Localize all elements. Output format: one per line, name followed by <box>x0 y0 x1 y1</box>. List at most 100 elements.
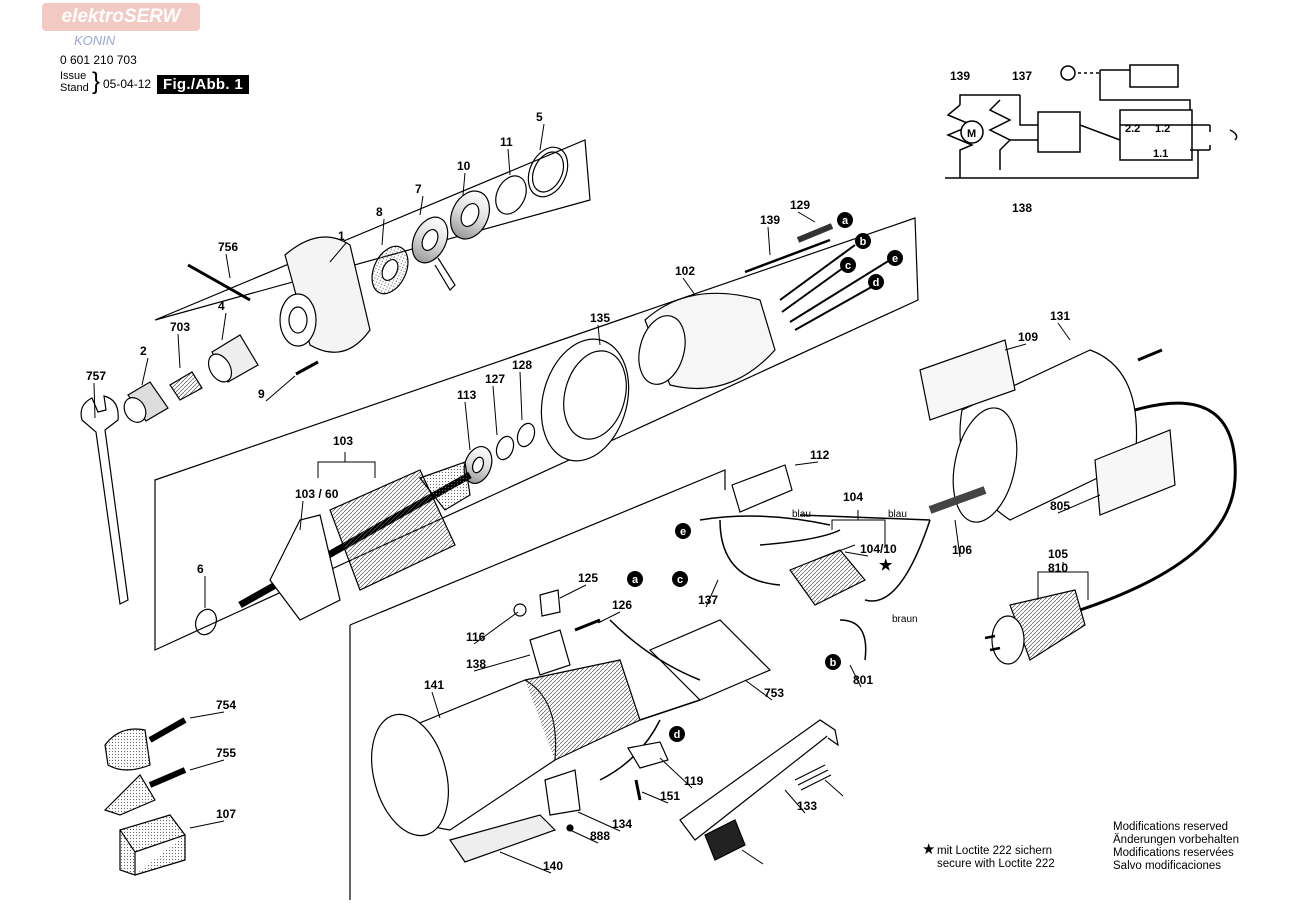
part-810-component <box>539 589 561 617</box>
callout-bracket <box>317 452 376 478</box>
part-107-clip <box>627 741 669 769</box>
star-icon: ★ <box>922 841 936 858</box>
callout-label: 4 <box>218 299 225 313</box>
part-116-bracket-top <box>529 629 571 676</box>
part-801-motor-housing <box>371 659 641 837</box>
part-755-block <box>119 814 186 876</box>
loctite-line-1: mit Loctite 222 sichern <box>937 845 1053 857</box>
wire-color-label: blau <box>792 509 811 520</box>
part-103-armature <box>238 461 472 621</box>
wire-letter: d <box>873 277 880 289</box>
schematic-label: 138 <box>1012 201 1032 215</box>
leader-line <box>1004 343 1027 351</box>
star-icon: ★ <box>879 557 893 574</box>
part-888-plate <box>449 814 557 863</box>
leader-line <box>559 584 587 599</box>
callout-label: 703 <box>170 320 190 334</box>
callout-label: 134 <box>612 817 632 831</box>
wire-letter-badge <box>837 212 853 228</box>
wire-letter: b <box>860 236 867 248</box>
leader-line <box>1057 494 1101 514</box>
leader-line <box>597 324 601 346</box>
part-number: 0 601 210 703 <box>60 53 137 67</box>
callout-label: 116 <box>466 630 486 644</box>
part-5-ring <box>527 146 569 198</box>
figure-label: Fig./Abb. 1 <box>157 75 249 94</box>
callout-label: 126 <box>612 598 632 612</box>
leader-line <box>225 253 231 279</box>
callout-label: 2 <box>140 344 147 358</box>
modification-note-es: Salvo modificaciones <box>1113 860 1222 872</box>
callout-label: 128 <box>512 358 532 372</box>
loctite-note: ★ mit Loctite 222 sichern secure with Lo… <box>922 841 1055 871</box>
callout-label: 805 <box>1050 499 1070 513</box>
issue-brace: } <box>92 68 101 95</box>
brand-city: KONIN <box>74 33 116 48</box>
wire-letter-badge <box>868 274 884 290</box>
callout-label: 125 <box>578 571 598 585</box>
callout-label: 757 <box>86 369 106 383</box>
wire-letter: d <box>674 729 681 741</box>
part-116-bracket-bottom <box>544 769 581 816</box>
leader-line <box>462 172 466 196</box>
part-112-capacitor <box>731 464 793 513</box>
leader-line <box>824 779 844 797</box>
part-135-baffle <box>540 338 630 462</box>
motor-symbol: M <box>967 128 976 140</box>
callout-label: 11 <box>500 135 513 149</box>
wire-letter: e <box>680 526 686 538</box>
leader-line <box>141 357 149 386</box>
leader-line <box>705 579 719 608</box>
callout-label: 7 <box>415 182 422 196</box>
part-754-bit <box>103 767 187 816</box>
callout-label: 105 <box>1048 547 1068 561</box>
switch-position: 2.2 <box>1125 123 1140 135</box>
leader-line <box>741 849 764 865</box>
part-4-sleeve <box>207 334 259 383</box>
callout-label: 139 <box>760 213 780 227</box>
wire-letter: a <box>632 574 639 586</box>
wire-letter: c <box>845 260 851 272</box>
part-8-ring <box>371 245 409 295</box>
callout-bracket <box>1037 562 1089 600</box>
callout-label: 756 <box>218 240 238 254</box>
callout-label: 754 <box>216 698 236 712</box>
part-140-spring <box>794 764 832 791</box>
wire-letter: b <box>830 657 837 669</box>
callout-label: 1 <box>338 229 345 243</box>
leader-line <box>519 371 523 421</box>
leader-line <box>954 519 961 558</box>
leader-line <box>221 312 227 341</box>
leader-line <box>473 654 531 672</box>
wire-letter-badge <box>672 571 688 587</box>
part-134-slider <box>679 719 839 841</box>
leader-line <box>844 551 869 557</box>
part-126-spring <box>513 603 527 617</box>
leader-line <box>265 375 296 402</box>
callout-label: 5 <box>536 110 543 124</box>
leader-line <box>569 829 599 844</box>
switch-position: 1.2 <box>1155 123 1170 135</box>
callout-label: 104 <box>843 490 863 504</box>
leader-line <box>577 811 621 832</box>
leader-line <box>659 757 693 789</box>
leader-line <box>177 333 181 369</box>
wire-letter-badge <box>887 250 903 266</box>
part-106-cable <box>928 401 1237 612</box>
issue-label-en: Issue <box>60 70 87 82</box>
leader-line <box>329 242 347 263</box>
callout-label: 888 <box>590 829 610 843</box>
leader-line <box>849 664 862 688</box>
part-113-bearing <box>463 446 493 484</box>
wiring-schematic <box>945 64 1238 179</box>
callout-label: 103 / 60 <box>295 487 339 501</box>
brand-logo: elektroSERW <box>42 3 200 31</box>
leader-line <box>189 759 225 771</box>
leader-line <box>499 851 552 874</box>
part-141-module <box>648 619 772 701</box>
part-7-seal <box>411 216 456 291</box>
switch-wiring <box>699 514 931 661</box>
callout-label: 113 <box>457 388 477 402</box>
wire-letter-badge <box>840 257 856 273</box>
callout-label: 6 <box>197 562 204 576</box>
